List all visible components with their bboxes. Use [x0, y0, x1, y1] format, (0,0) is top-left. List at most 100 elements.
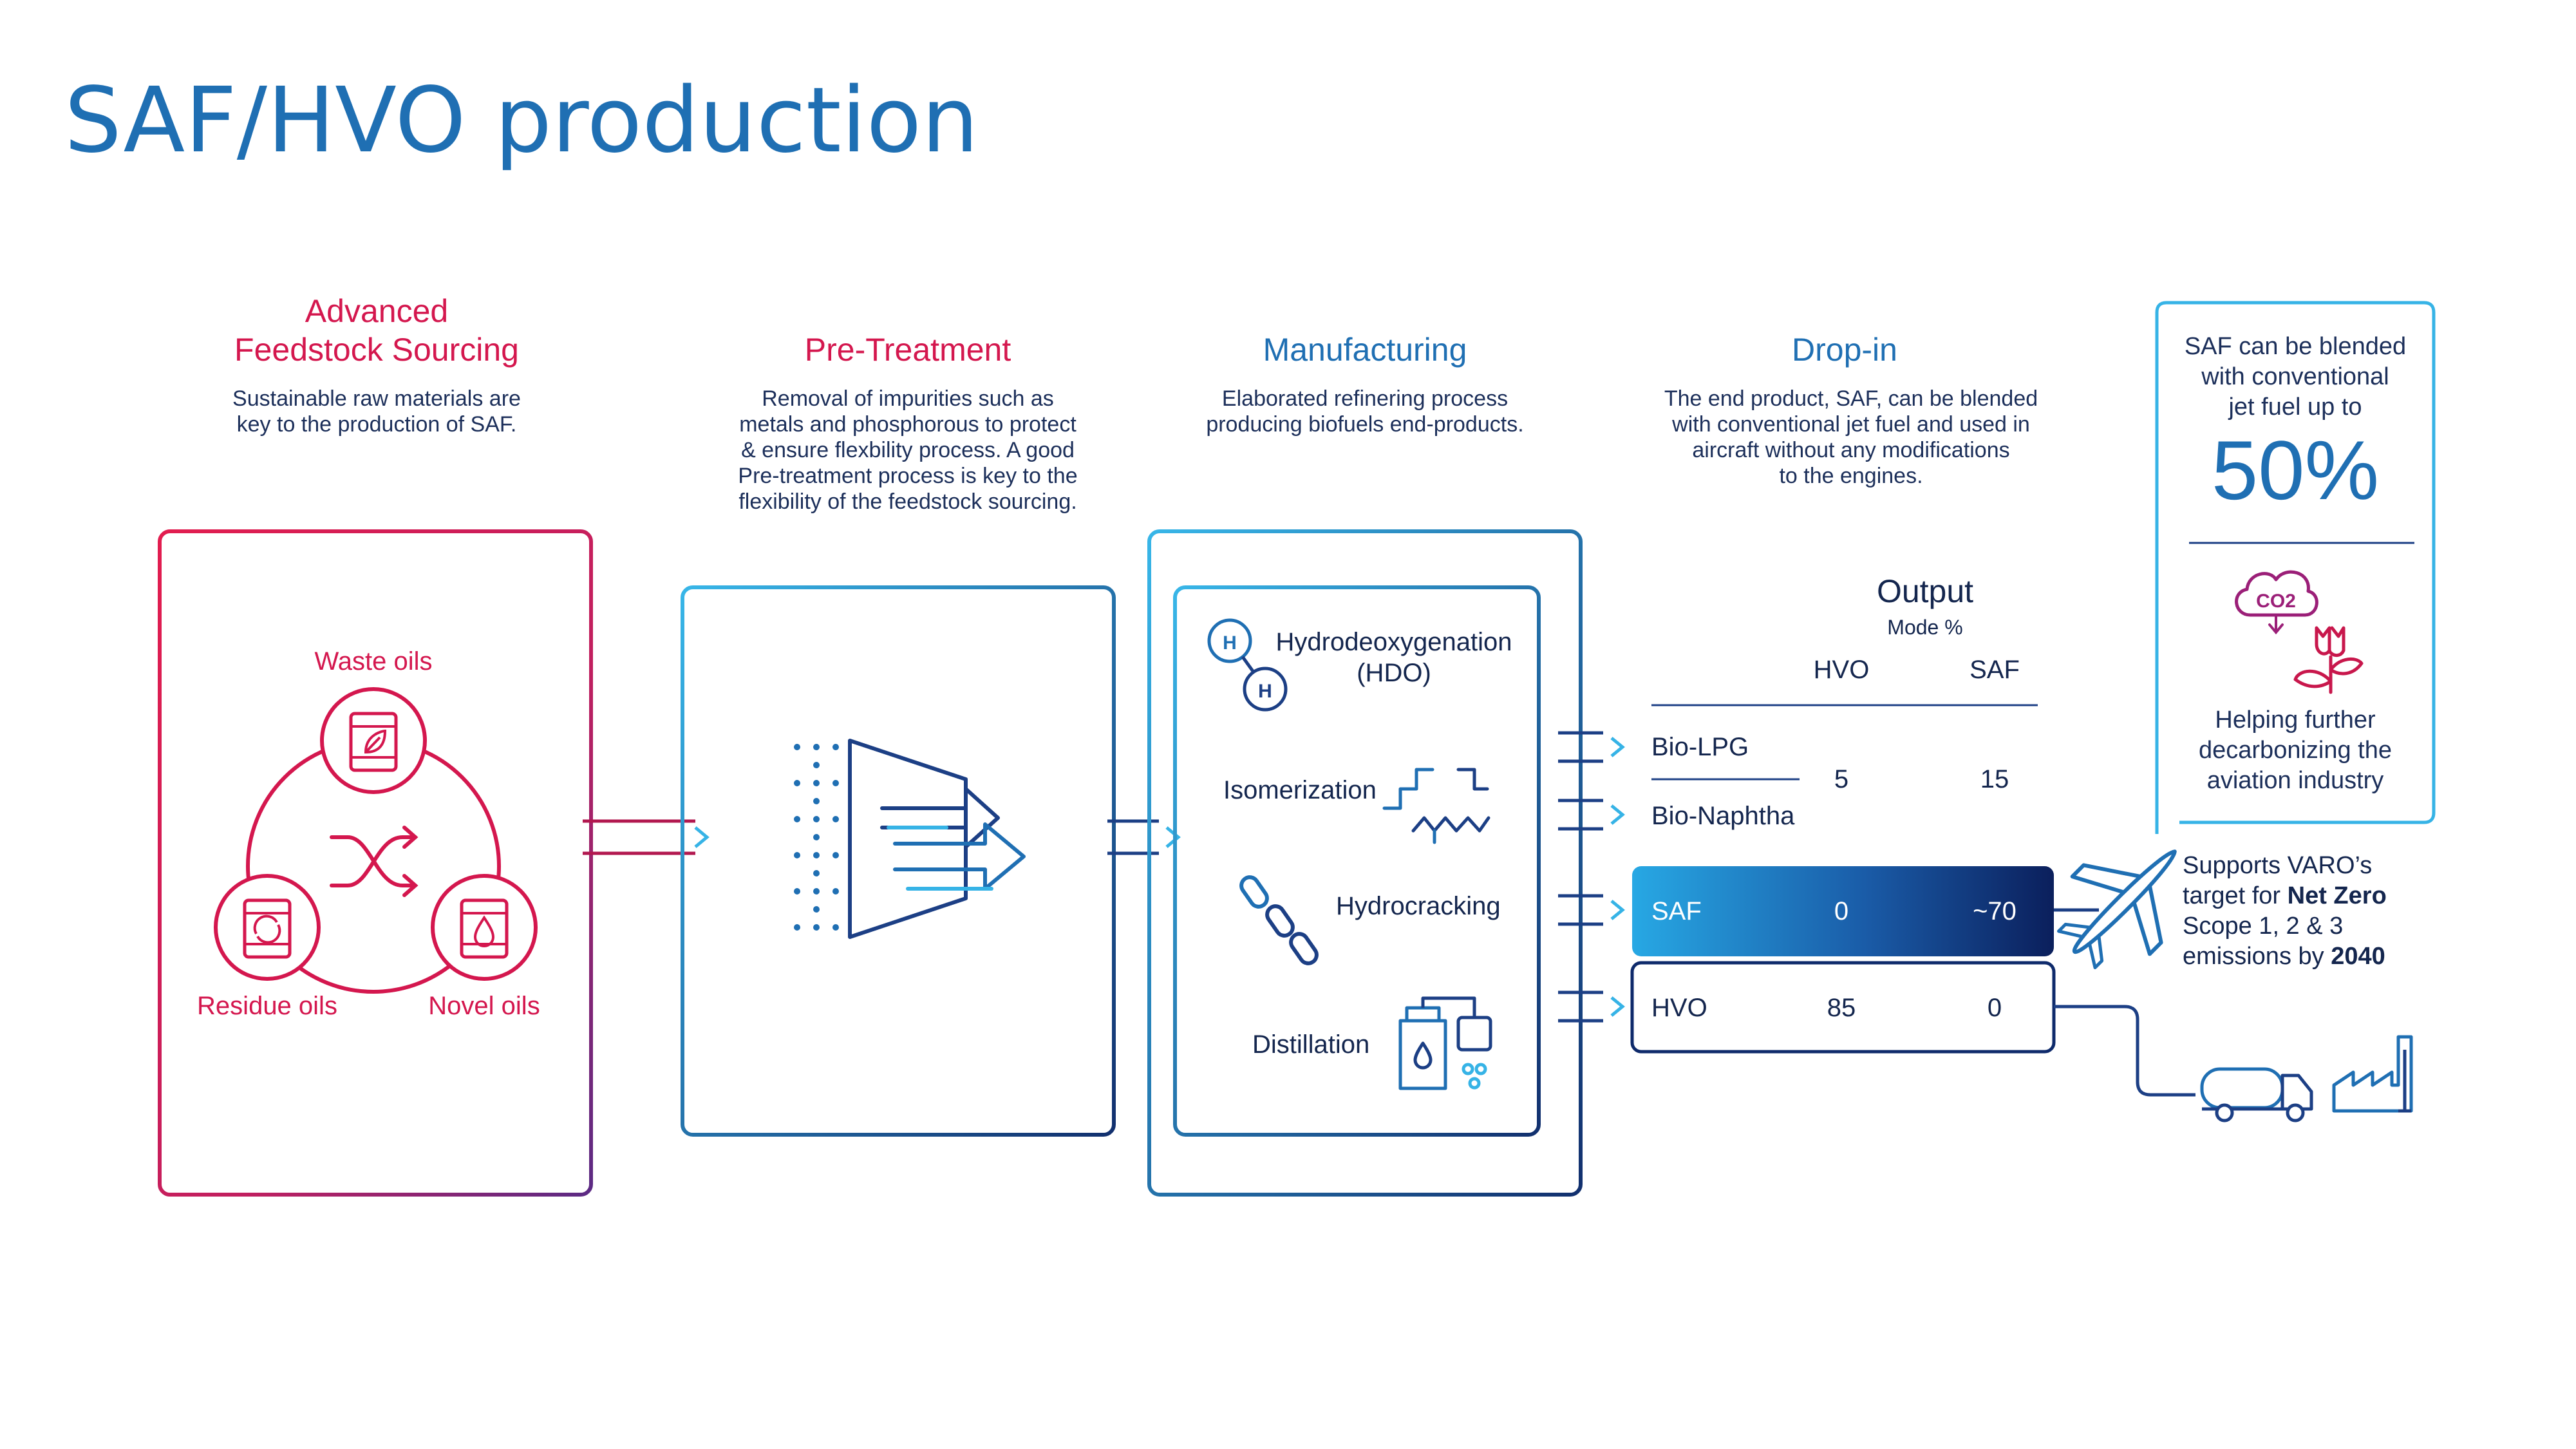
- helping-text-line2: decarbonizing the: [2199, 737, 2392, 764]
- connector-bio-naphtha: [1539, 799, 1625, 831]
- hydrogen-molecule-icon: H H: [1207, 618, 1288, 712]
- particle-dot: [832, 780, 839, 786]
- particle-dot: [794, 888, 800, 895]
- varo-note-line4-prefix: emissions by: [2183, 943, 2331, 970]
- dropin-heading: Drop-in The end product, SAF, can be ble…: [1664, 332, 2038, 488]
- hdo-label-line2: (HDO): [1357, 659, 1431, 687]
- blend-text-line1: SAF can be blended: [2185, 333, 2406, 360]
- pretreatment-desc-line1: Removal of impurities such as: [762, 386, 1054, 411]
- cell-hvo-saf: 0: [1988, 994, 2002, 1022]
- particle-dot: [813, 816, 820, 822]
- feedstock-title-line2: Feedstock Sourcing: [234, 332, 519, 368]
- feedstock-box: Waste oils Residue oils Novel oils: [158, 529, 593, 1197]
- particle-dot: [832, 888, 839, 895]
- particle-dot: [813, 888, 820, 895]
- pretreatment-box: [681, 585, 1116, 1137]
- row-label-bio-lpg: Bio-LPG: [1651, 733, 1749, 761]
- dropin-desc-line2: with conventional jet fuel and used in: [1671, 412, 2030, 437]
- pretreatment-desc-line3: & ensure flexbility process. A good: [741, 438, 1075, 462]
- isomer-structure-icon: [1382, 768, 1490, 844]
- varo-note-line1: Supports VARO’s: [2183, 852, 2372, 879]
- manufacturing-desc-line1: Elaborated refinering process: [1222, 386, 1508, 411]
- column-header-hvo: HVO: [1814, 656, 1870, 684]
- dropin-desc-line1: The end product, SAF, can be blended: [1664, 386, 2038, 411]
- airplane-icon: [2056, 849, 2177, 970]
- varo-note-line2-prefix: target for: [2183, 882, 2288, 909]
- particle-dot: [813, 870, 820, 876]
- connector-feedstock-pretreatment: [502, 819, 710, 855]
- residue-oils-label: Residue oils: [197, 992, 337, 1020]
- hydrocracking-label: Hydrocracking: [1336, 892, 1501, 920]
- manufacturing-heading: Manufacturing Elaborated refinering proc…: [1206, 332, 1523, 437]
- blend-text-line2: with conventional: [2201, 363, 2389, 390]
- particle-dot: [813, 834, 820, 840]
- hydrogen-badge-1: H: [1223, 632, 1237, 654]
- hydrogen-badge-2: H: [1258, 681, 1272, 702]
- varo-note-net-zero: Net Zero: [2288, 882, 2387, 909]
- barrel-recycle-icon: [214, 874, 321, 981]
- co2-text: CO2: [2256, 591, 2296, 612]
- connector-hvo-truck: [2054, 1005, 2195, 1097]
- novel-oils-label: Novel oils: [428, 992, 540, 1020]
- hdo-label-line1: Hydrodeoxygenation: [1276, 628, 1512, 656]
- table-row-hvo: HVO 85 0: [1630, 961, 2056, 1054]
- helping-text-line1: Helping further: [2215, 706, 2376, 734]
- row-label-bio-naphtha: Bio-Naphtha: [1651, 802, 1795, 830]
- cell-hvo-hvo: 85: [1827, 994, 1856, 1022]
- feedstock-frame: [158, 529, 593, 1197]
- column-header-saf: SAF: [1970, 656, 2020, 684]
- pretreatment-heading: Pre-Treatment Removal of impurities such…: [738, 332, 1077, 514]
- page-title: SAF/HVO production: [64, 68, 979, 173]
- row-label-hvo: HVO: [1651, 994, 1707, 1022]
- panel-frame: [2155, 301, 2436, 834]
- tanker-truck-icon: [2200, 1067, 2313, 1122]
- helping-text-line3: aviation industry: [2207, 767, 2384, 794]
- particle-dot: [813, 744, 820, 750]
- blend-percent: 50%: [2212, 423, 2379, 517]
- output-title: Output: [1877, 573, 1973, 609]
- dropin-desc-line3: aircraft without any modifications: [1692, 438, 2009, 462]
- particle-dot: [832, 852, 839, 858]
- feedstock-title-line1: Advanced: [305, 293, 448, 329]
- particle-dot: [832, 744, 839, 750]
- feedstock-desc-line1: Sustainable raw materials are: [232, 386, 521, 411]
- manufacturing-outer-frame: [1147, 529, 1583, 1197]
- pretreatment-desc-line4: Pre-treatment process is key to the: [738, 464, 1077, 488]
- particle-dot: [794, 852, 800, 858]
- barrel-leaf-icon: [320, 687, 427, 794]
- connector-saf: [1539, 894, 1625, 926]
- cell-light-saf: 15: [1980, 765, 2009, 793]
- distillation-tanks-icon: [1398, 996, 1492, 1090]
- cell-light-hvo: 5: [1834, 765, 1848, 793]
- particle-dot: [794, 744, 800, 750]
- particle-dot: [813, 798, 820, 804]
- saf-row-highlight: [1632, 866, 2054, 956]
- particle-dot: [813, 852, 820, 858]
- output-subtitle: Mode %: [1887, 616, 1962, 639]
- arrows-icon: [880, 787, 1026, 891]
- waste-oils-label: Waste oils: [314, 647, 432, 676]
- dropin-desc-line4: to the engines.: [1779, 464, 1923, 488]
- particle-dot: [794, 924, 800, 931]
- row-label-saf: SAF: [1651, 897, 1702, 925]
- connector-pretreatment-manufacturing: [1088, 819, 1181, 855]
- particle-dot: [832, 924, 839, 931]
- barrel-drop-icon: [431, 874, 538, 981]
- manufacturing-desc-line2: producing biofuels end-products.: [1206, 412, 1523, 437]
- pretreatment-frame: [681, 585, 1116, 1137]
- particle-dot: [813, 924, 820, 931]
- isomerization-label: Isomerization: [1223, 776, 1377, 804]
- varo-note-line3: Scope 1, 2 & 3: [2183, 913, 2343, 940]
- shuffle-arrows-icon: [330, 826, 418, 897]
- particle-dot: [794, 816, 800, 822]
- feedstock-heading: Advanced Feedstock Sourcing Sustainable …: [232, 293, 521, 437]
- saf-blend-panel: SAF can be blended with conventional jet…: [2155, 301, 2436, 834]
- distillation-label: Distillation: [1252, 1030, 1369, 1059]
- dropin-title: Drop-in: [1792, 332, 1897, 368]
- co2-cloud-icon: CO2: [2235, 570, 2318, 635]
- pretreatment-desc-line2: metals and phosphorous to protect: [739, 412, 1076, 437]
- output-table: Output Mode % HVO SAF Bio-LPG Bio-Naphth…: [1630, 573, 2056, 1054]
- manufacturing-box: H H Hydrodeoxygenation (HDO) Isomerizati…: [1147, 529, 1583, 1197]
